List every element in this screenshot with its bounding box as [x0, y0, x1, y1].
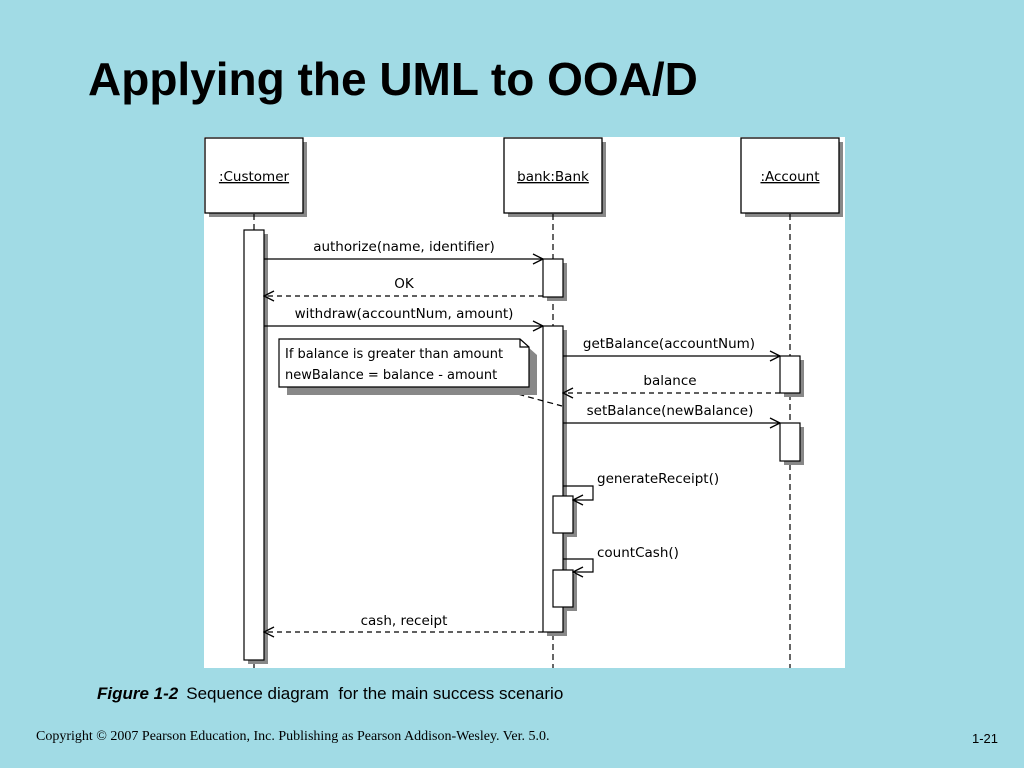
customer-activation	[243, 229, 265, 661]
lifeline-head-bank: bank:Bank	[503, 137, 603, 214]
message-countcash: countCash()	[563, 545, 679, 572]
figure-label: Figure 1-2	[97, 684, 179, 703]
message-authorize: authorize(name, identifier)	[264, 239, 543, 259]
account-activation-setbalance	[779, 422, 801, 462]
message-label: authorize(name, identifier)	[313, 239, 495, 255]
message-cash-receipt: cash, receipt	[264, 613, 543, 632]
bank-activation-countcash	[552, 569, 574, 608]
sequence-diagram-canvas: :Customer bank:Bank :Account authorize(n…	[204, 137, 843, 668]
bank-activation-authorize	[542, 258, 564, 298]
figure-caption-text: Sequence diagram for the main success sc…	[186, 684, 564, 703]
page-number: 1-21	[971, 731, 998, 746]
lifeline-head-customer: :Customer	[204, 137, 304, 214]
note-line-2: newBalance = balance - amount	[285, 368, 497, 383]
slide-title: Applying the UML to OOA/D	[88, 53, 698, 105]
message-label: cash, receipt	[361, 613, 448, 629]
note-balance-check: If balance is greater than amount newBal…	[278, 338, 563, 407]
copyright-footer: Copyright © 2007 Pearson Education, Inc.…	[36, 729, 550, 744]
message-label: generateReceipt()	[597, 471, 719, 487]
sequence-diagram: :Customer bank:Bank :Account authorize(n…	[204, 137, 845, 668]
lifeline-label-account: :Account	[760, 169, 819, 185]
figure-caption: Figure 1-2 Sequence diagram for the main …	[97, 684, 563, 704]
message-label: balance	[643, 373, 696, 389]
lifeline-label-customer: :Customer	[219, 169, 290, 185]
message-label: withdraw(accountNum, amount)	[295, 306, 514, 322]
bank-activation-generatereceipt	[552, 495, 574, 534]
message-ok: OK	[264, 276, 543, 296]
message-label: countCash()	[597, 545, 679, 561]
message-label: getBalance(accountNum)	[583, 336, 755, 352]
message-label: OK	[394, 276, 415, 292]
lifeline-label-bank: bank:Bank	[517, 169, 589, 185]
note-line-1: If balance is greater than amount	[285, 347, 503, 362]
account-activation-getbalance	[779, 355, 801, 394]
message-label: setBalance(newBalance)	[587, 403, 754, 419]
message-balance: balance	[563, 373, 780, 393]
message-withdraw: withdraw(accountNum, amount)	[264, 306, 543, 326]
lifeline-head-account: :Account	[740, 137, 840, 214]
message-generatereceipt: generateReceipt()	[563, 471, 719, 500]
message-setbalance: setBalance(newBalance)	[563, 403, 780, 423]
message-getbalance: getBalance(accountNum)	[563, 336, 780, 356]
